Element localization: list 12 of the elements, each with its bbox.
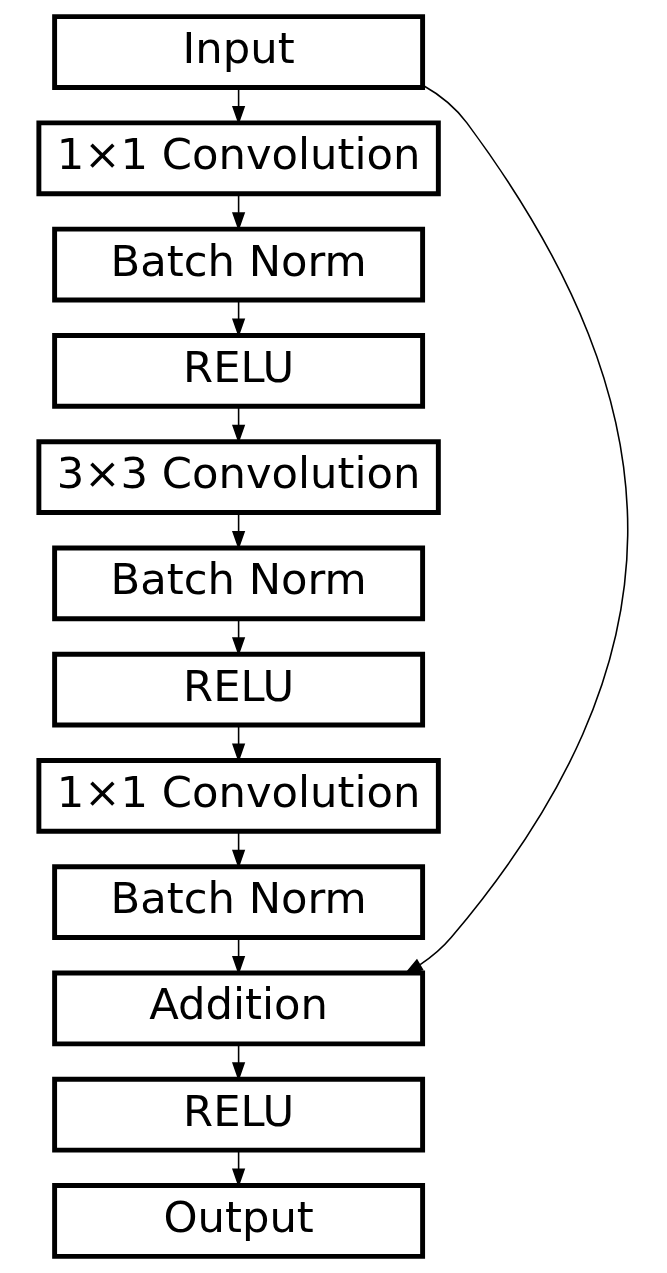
node-box: 3×3 Convolution [36,439,441,515]
node-box: 1×1 Convolution [36,120,441,197]
node-box: Batch Norm [52,545,426,622]
node-box: RELU [52,651,426,728]
node-box: Batch Norm [52,226,426,303]
node-box: Output [52,1183,426,1259]
node-box: RELU [52,332,426,409]
node-box: RELU [52,1076,426,1153]
node-box: 1×1 Convolution [36,758,441,834]
node-box: Addition [52,970,426,1047]
node-box: Input [52,14,426,90]
node-box: Batch Norm [52,864,426,941]
